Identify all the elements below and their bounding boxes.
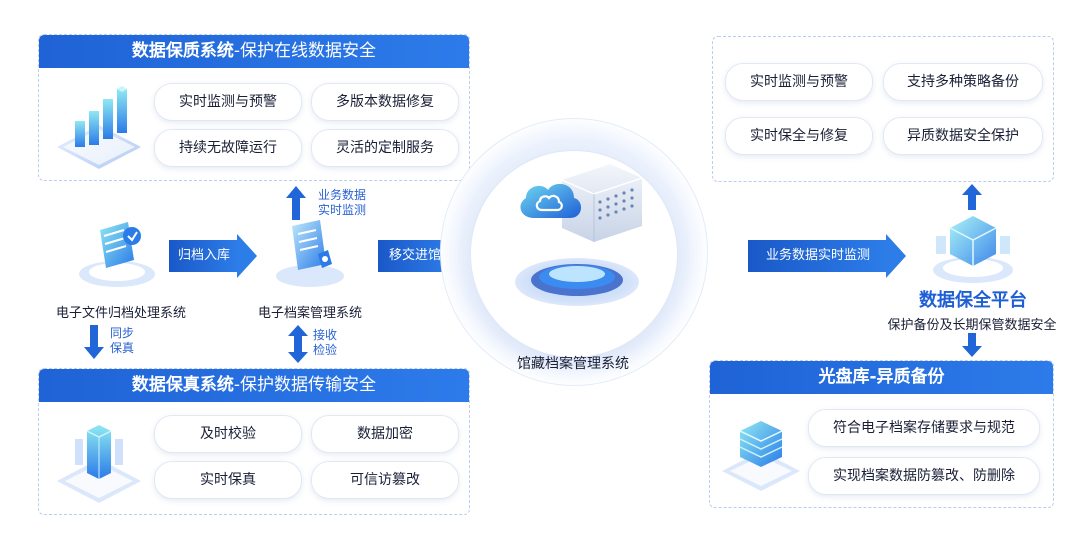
efile-down-note: 同步 保真 bbox=[110, 326, 134, 356]
quality-feature-4: 灵活的定制服务 bbox=[311, 129, 459, 167]
quality-system-subtitle: -保护在线数据安全 bbox=[233, 41, 377, 61]
mgmt-down-note-line1: 接收 bbox=[313, 328, 338, 342]
down-arrow-efile-icon bbox=[84, 325, 104, 359]
document-server-icon bbox=[79, 222, 155, 287]
monitor-arrow: 业务数据实时监测 bbox=[748, 234, 906, 278]
server-tower-platform-icon bbox=[57, 425, 141, 503]
fidelity-feature-3: 实时保真 bbox=[154, 461, 302, 499]
optical-library-title: 光盘库-异质备份 bbox=[818, 367, 945, 387]
optical-library-panel: 光盘库-异质备份 符合电子档案存储要求与规范 实现档案数据防篡改、防删除 bbox=[709, 360, 1054, 508]
up-arrow-icon bbox=[286, 186, 306, 220]
fidelity-feature-1: 及时校验 bbox=[154, 415, 302, 453]
fidelity-system-title: 数据保真系统 bbox=[131, 375, 234, 395]
preservation-feature-2: 支持多种策略备份 bbox=[883, 63, 1043, 101]
up-note-line2: 实时监测 bbox=[318, 203, 367, 217]
clipboard-check-icon bbox=[276, 220, 344, 287]
transfer-arrow-label: 移交进馆 bbox=[378, 240, 452, 272]
archive-arrow: 归档入库 bbox=[169, 234, 257, 278]
transfer-arrow: 移交进馆 bbox=[378, 234, 470, 278]
node-center-label: 馆藏档案管理系统 bbox=[517, 356, 629, 372]
quality-feature-1: 实时监测与预警 bbox=[154, 83, 302, 121]
preservation-feature-1: 实时监测与预警 bbox=[725, 63, 873, 101]
cloud-server-icon bbox=[515, 164, 643, 306]
bar-chart-platform-icon bbox=[57, 86, 141, 169]
monitor-arrow-label: 业务数据实时监测 bbox=[748, 240, 888, 272]
fidelity-system-subtitle: -保护数据传输安全 bbox=[233, 375, 377, 395]
up-note-line1: 业务数据 bbox=[318, 188, 367, 202]
mgmt-down-note-line2: 检验 bbox=[313, 343, 338, 357]
fidelity-feature-2: 数据加密 bbox=[311, 415, 459, 453]
efile-down-note-line2: 保真 bbox=[110, 341, 135, 355]
platform-up-arrow-icon bbox=[962, 184, 982, 210]
quality-system-panel: 数据保质系统-保护在线数据安全 实时监测与预警 多版本数据修复 持续无故障运行 … bbox=[38, 34, 470, 181]
fidelity-system-panel: 数据保真系统-保护数据传输安全 及时校验 数据加密 实时保真 可信访篡改 bbox=[38, 368, 470, 515]
fidelity-system-header: 数据保真系统-保护数据传输安全 bbox=[39, 369, 469, 402]
bidirectional-arrow-icon bbox=[288, 325, 308, 363]
platform-title: 数据保全平台 bbox=[919, 290, 1027, 311]
node-efile-label: 电子文件归档处理系统 bbox=[55, 306, 186, 321]
archive-arrow-label: 归档入库 bbox=[169, 240, 239, 272]
quality-system-title: 数据保质系统 bbox=[131, 41, 234, 61]
optical-library-header: 光盘库-异质备份 bbox=[710, 361, 1053, 394]
efile-down-note-line1: 同步 bbox=[110, 326, 135, 340]
optical-feature-2: 实现档案数据防篡改、防删除 bbox=[808, 457, 1040, 495]
archive-arrow-head bbox=[237, 234, 257, 278]
disc-stack-icon bbox=[722, 421, 800, 491]
preservation-features-panel: 实时监测与预警 支持多种策略备份 实时保全与修复 异质数据安全保护 bbox=[712, 36, 1054, 182]
shield-cube-platform-icon bbox=[933, 216, 1013, 283]
optical-feature-1: 符合电子档案存储要求与规范 bbox=[808, 409, 1040, 447]
quality-feature-2: 多版本数据修复 bbox=[311, 83, 459, 121]
monitor-arrow-head bbox=[886, 234, 906, 278]
fidelity-feature-4: 可信访篡改 bbox=[311, 461, 459, 499]
quality-feature-3: 持续无故障运行 bbox=[154, 129, 302, 167]
mgmt-down-note: 接收 检验 bbox=[313, 328, 337, 358]
platform-down-arrow-icon bbox=[962, 333, 982, 357]
up-note: 业务数据 实时监测 bbox=[318, 188, 366, 218]
preservation-feature-3: 实时保全与修复 bbox=[725, 117, 873, 155]
quality-system-header: 数据保质系统-保护在线数据安全 bbox=[39, 35, 469, 68]
preservation-feature-4: 异质数据安全保护 bbox=[883, 117, 1043, 155]
node-archive-mgmt-label: 电子档案管理系统 bbox=[257, 306, 362, 321]
platform-subtitle: 保护备份及长期保管数据安全 bbox=[887, 318, 1057, 333]
